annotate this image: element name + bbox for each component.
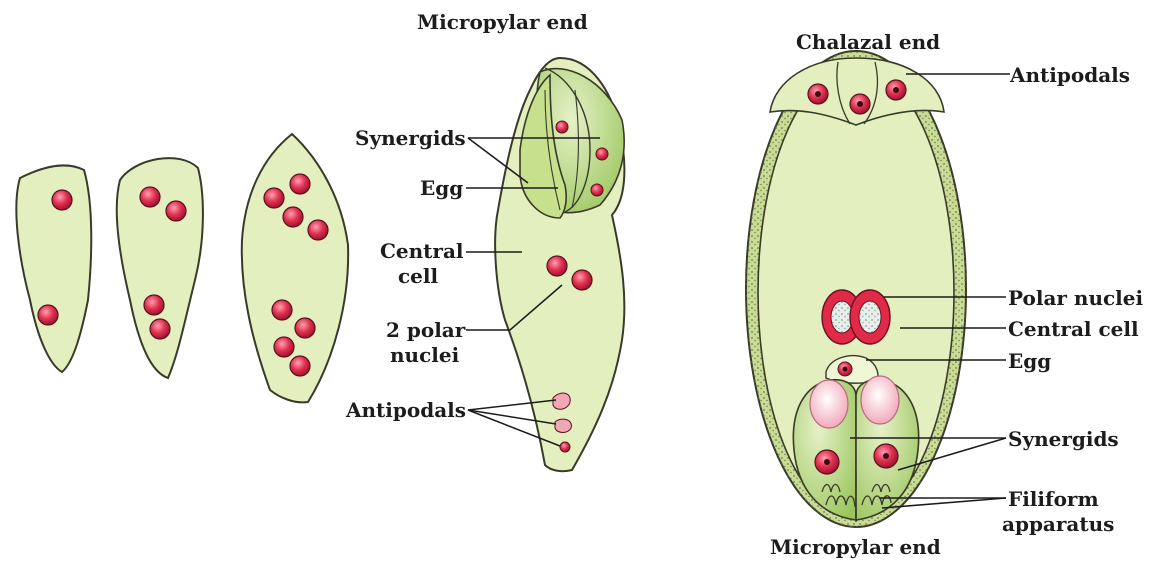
label-synergids-left: Synergids — [355, 126, 466, 150]
nucleus — [272, 300, 292, 320]
label-central-cell-right: Central cell — [1008, 317, 1139, 341]
polar-nucleus — [572, 270, 592, 290]
label-central-cell-left-line1: Central — [380, 239, 464, 263]
label-antipodals-right: Antipodals — [1010, 63, 1130, 87]
label-polar-nuclei-left-line2: nuclei — [390, 343, 459, 367]
label-micropylar-end-top: Micropylar end — [417, 10, 588, 34]
stage-1-cell — [16, 165, 91, 372]
nucleus — [52, 190, 72, 210]
nucleus — [144, 295, 164, 315]
antipodal-cell — [555, 419, 571, 432]
nucleus — [596, 148, 608, 160]
nucleus — [290, 356, 310, 376]
label-antipodals-left: Antipodals — [346, 398, 466, 422]
antipodal-cell — [560, 442, 570, 452]
label-micropylar-end-bottom: Micropylar end — [770, 535, 941, 559]
mature-embryo-sac-middle — [466, 58, 624, 471]
nucleus — [264, 188, 284, 208]
vacuole — [810, 380, 848, 428]
label-filiform-line1: Filiform — [1008, 487, 1099, 511]
nucleus — [140, 187, 160, 207]
polar-nucleus — [547, 256, 567, 276]
nucleus — [274, 337, 294, 357]
nucleus — [166, 201, 186, 221]
label-polar-nuclei-right: Polar nuclei — [1008, 286, 1143, 310]
label-egg-right: Egg — [1008, 349, 1051, 373]
label-polar-nuclei-left-line1: 2 polar — [386, 318, 465, 342]
label-synergids-right: Synergids — [1008, 427, 1119, 451]
nucleus — [556, 121, 568, 133]
vacuole — [861, 376, 899, 424]
nucleus — [38, 305, 58, 325]
antipodal-cell — [553, 393, 570, 409]
stage-3-cell — [242, 134, 348, 402]
nucleus — [308, 220, 328, 240]
label-filiform-line2: apparatus — [1002, 512, 1114, 536]
label-central-cell-left-line2: cell — [398, 264, 438, 288]
nucleus — [290, 174, 310, 194]
mature-embryo-sac-right — [746, 51, 1010, 527]
label-chalazal-end: Chalazal end — [796, 30, 940, 54]
nucleus — [295, 318, 315, 338]
stage-2-cell — [117, 158, 203, 378]
nucleus — [150, 319, 170, 339]
label-egg-left: Egg — [420, 176, 463, 200]
nucleus — [283, 207, 303, 227]
nucleus — [591, 184, 603, 196]
